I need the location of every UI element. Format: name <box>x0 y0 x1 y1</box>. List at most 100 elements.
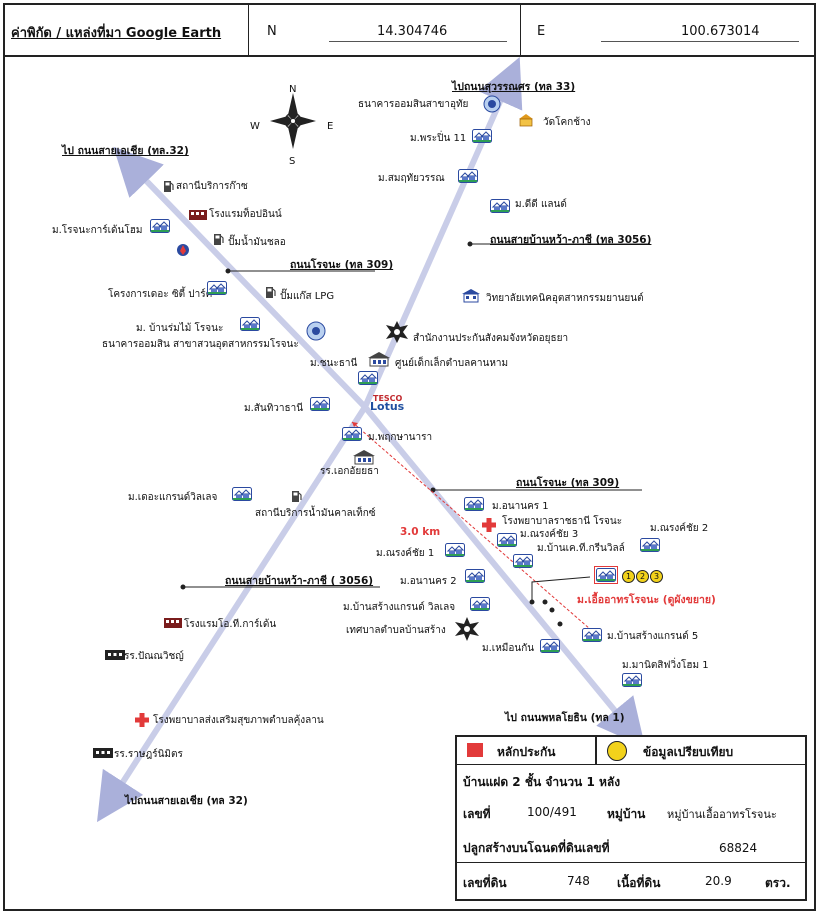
east-label: E <box>537 24 546 39</box>
distance-label: 3.0 km <box>400 526 441 538</box>
north-value: 14.304746 <box>377 24 448 39</box>
coord-source-cell: ค่าพิกัด / แหล่งที่มา Google Earth <box>3 3 249 55</box>
house-icon <box>472 129 492 143</box>
label-m-bansang-wl: ม.บ้านสร้างแกรนด์ วิลเลจ <box>343 602 456 613</box>
east-value: 100.673014 <box>681 24 760 39</box>
coordinate-header: ค่าพิกัด / แหล่งที่มา Google Earth N 14.… <box>3 3 816 57</box>
house-icon <box>596 568 616 582</box>
north-underline <box>329 41 507 42</box>
house-icon <box>240 317 260 331</box>
label-m-manit: ม.มานิตสิฟวิ่งโฮม 1 <box>622 660 709 671</box>
school-icon <box>93 748 113 758</box>
label-gas-station: สถานีบริการก๊าซ <box>176 181 248 192</box>
north-cell: N 14.304746 <box>249 3 521 55</box>
house-icon <box>358 371 378 385</box>
location-map: N S W E ไปถนนสุวรรณศร (ทล 33) ไป ถนนสายเ… <box>0 57 821 915</box>
road-label-to-suphan: ไปถนนสุวรรณศร (ทล 33) <box>452 81 576 93</box>
label-m-narong2: ม.ณรงค์ชัย 2 <box>650 523 709 534</box>
gas-station-icon <box>162 179 174 193</box>
label-gsb-rojana: ธนาคารออมสิน สาขาสวนอุตสาหกรรมโรจนะ <box>102 339 299 350</box>
north-label: N <box>267 24 277 39</box>
coord-source-title: ค่าพิกัด / แหล่งที่มา Google Earth <box>11 26 222 41</box>
house-icon <box>497 533 517 547</box>
house-icon <box>513 554 533 568</box>
house-icon <box>458 169 478 183</box>
legend-area-unit: ตรว. <box>765 876 791 890</box>
label-fuel-station: สถานีบริการน้ำมันคาลเท็กซ์ <box>255 508 376 519</box>
road-label-banwa-low: ถนนสายบ้านหว้า-ภาชี ( 3056) <box>225 575 374 587</box>
tesco-logo-top: TESCO <box>373 394 403 403</box>
hotel-icon <box>189 210 207 220</box>
label-municipality: เทศบาลตำบลบ้านสร้าง <box>346 625 446 636</box>
compass-n: N <box>289 84 297 95</box>
legend-land-no-value: 748 <box>567 874 590 888</box>
label-child-center: ศูนย์เด็กเล็กตำบลคานหาม <box>395 358 509 369</box>
childcare-center-icon <box>368 352 390 367</box>
road-label-rojana-mid: ถนนโรจนะ (ทล 309) <box>516 477 620 489</box>
legend-no-value: 100/491 <box>527 805 577 819</box>
label-fuel-pump: ปั๊มน้ำมันชลอ <box>228 237 286 248</box>
school-icon <box>105 650 125 660</box>
compass-s: S <box>289 156 296 167</box>
legend-no-label: เลขที่ <box>463 807 491 821</box>
label-hotel-top: โรงแรมท็อปอินน์ <box>209 209 282 220</box>
east-underline <box>601 41 799 42</box>
label-m-muean: ม.เหมือนกัน <box>482 643 535 654</box>
house-icon <box>342 427 362 441</box>
compass-icon <box>270 93 316 149</box>
distance-line <box>351 421 591 630</box>
road-to-asia-top <box>113 146 368 410</box>
house-icon <box>310 397 330 411</box>
label-school-rat: รร.ราษฎร์นิมิตร <box>114 749 183 760</box>
legend-deed-value: 68824 <box>719 841 758 855</box>
house-icon <box>207 281 227 295</box>
house-icon <box>445 543 465 557</box>
legend-number-row: เลขที่ 100/491 หมู่บ้าน หมู่บ้านเอื้ออาท… <box>457 795 805 829</box>
house-icon <box>150 219 170 233</box>
bank-icon <box>306 321 326 341</box>
label-vocational: วิทยาลัยเทคนิคอุตสาหกรรมยานยนต์ <box>486 293 644 304</box>
legend-house-desc: บ้านแฝด 2 ชั้น จำนวน 1 หลัง <box>463 775 621 789</box>
house-icon <box>465 569 485 583</box>
school-building-icon <box>353 450 375 465</box>
road-to-asia-bottom <box>96 405 368 823</box>
house-icon <box>490 199 510 213</box>
bank-icon <box>483 95 501 113</box>
label-m-samut: ม.สมฤทัยวรรณ <box>378 173 445 184</box>
temple-icon <box>519 114 533 127</box>
legend-area-label: เนื้อที่ดิน <box>617 876 661 890</box>
label-social-security: สำนักงานประกันสังคมจังหวัดอยุธยา <box>413 333 569 344</box>
label-the-city: โครงการเดอะ ซิตี้ ปาร์ค <box>108 289 213 300</box>
legend-land-row: เลขที่ดิน 748 เนื้อที่ดิน 20.9 ตรว. <box>457 863 805 899</box>
map-frame <box>3 3 816 911</box>
house-icon <box>640 538 660 552</box>
legend-deed-row: ปลูกสร้างบนโฉนดที่ดินเลขที่ 68824 <box>457 829 805 863</box>
label-m-santhi: ม.สันทิวาธานี <box>244 403 304 414</box>
hospital-cross-icon <box>482 518 496 532</box>
label-lpg: ปั๊มแก๊ส LPG <box>280 291 335 302</box>
house-icon <box>540 639 560 653</box>
legend-deed-label: ปลูกสร้างบนโฉนดที่ดินเลขที่ <box>463 841 610 855</box>
road-label-banwa-top: ถนนสายบ้านหว้า-ภาชี (ทล 3056) <box>490 234 652 246</box>
comparable-marker-2: 2 <box>636 570 649 583</box>
fuel-station-icon <box>290 489 302 503</box>
comparison-swatch <box>607 741 627 761</box>
label-school-pannawit: รร.ปัณณวิชญ์ <box>124 651 184 662</box>
collateral-swatch <box>467 743 483 757</box>
garuda-emblem-icon <box>386 321 408 343</box>
house-icon <box>470 597 490 611</box>
comparable-marker-1: 1 <box>622 570 635 583</box>
garuda-emblem-icon <box>455 617 479 641</box>
label-hotel-ot: โรงแรมโอ.ที.การ์เด้น <box>184 619 277 630</box>
label-m-chana: ม.ชนะธานี <box>310 358 358 369</box>
school-icon <box>462 289 480 303</box>
label-hospital-health: โรงพยาบาลส่งเสริมสุขภาพตำบลคุ้งลาน <box>153 715 324 726</box>
east-cell: E 100.673014 <box>521 3 812 55</box>
road-label-to-phahon: ไป ถนนพหลโยธิน (ทล 1) <box>505 712 625 724</box>
label-subject: ม.เอื้ออาทรโรจนะ (ดูผังขยาย) <box>577 594 716 606</box>
label-m-anan1: ม.อนานคร 1 <box>492 501 549 512</box>
road-label-to-asia-bottom: ไปถนนสายเอเชีย (ทล 32) <box>125 795 248 807</box>
legend-area-value: 20.9 <box>705 874 732 888</box>
hotel-icon <box>164 618 182 628</box>
